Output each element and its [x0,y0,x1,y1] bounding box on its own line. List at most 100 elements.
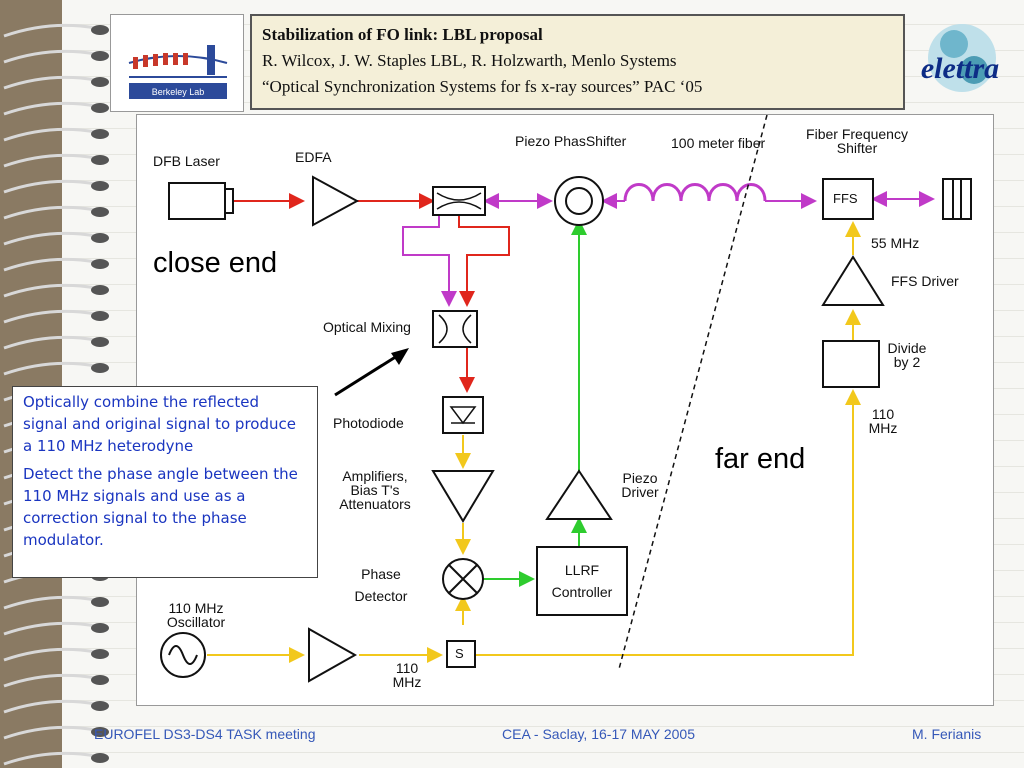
spiral-ring [3,75,97,90]
dfb-laser-lens [224,188,234,214]
spiral-ring [3,23,97,38]
berkeley-lab-logo: Berkeley Lab [110,14,244,112]
spiral-hole [91,181,109,191]
spiral-hole [91,51,109,61]
label-far-end: far end [715,443,806,475]
slide-citation: “Optical Synchronization Systems for fs … [262,77,703,96]
coupler-block [432,186,486,216]
edfa-amplifier [312,175,360,227]
label-55mhz: 55 MHz [871,235,920,251]
footer-author: M. Ferianis [912,726,982,742]
divide-by-2-block [822,340,880,388]
label-110mhz-bottom: 110 MHz [387,661,427,689]
label-fiber-freq-shifter-line2: Shifter [836,140,878,156]
spiral-ring [3,595,97,610]
spiral-hole [91,129,109,139]
label-oscillator-line1: 110 MHz [168,600,224,616]
footer-date: CEA - Saclay, 16-17 MAY 2005 [502,726,695,742]
label-photodiode: Photodiode [333,415,404,431]
note-paragraph-1: Optically combine the reflected signal a… [23,393,296,455]
spiral-ring [3,101,97,116]
label-piezo-driver: Piezo Driver [615,471,665,499]
spiral-hole [91,727,109,737]
label-phase-detector: Phase Detector [341,563,421,607]
spiral-hole [91,675,109,685]
rf-amplifier-triangle [308,627,358,683]
footer-meeting: EUROFEL DS3-DS4 TASK meeting [94,726,316,742]
label-optical-mixing: Optical Mixing [323,319,411,335]
splitter-block [446,640,476,668]
spiral-hole [91,207,109,217]
label-piezo-driver-line1: Piezo [622,470,658,486]
label-110mhz-bottom-line2: MHz [392,674,422,690]
ffs-block [822,178,874,220]
optical-mixing-pointer-arrow [334,349,406,397]
spiral-hole [91,233,109,243]
piezo-phase-shifter-inner [565,187,593,215]
spiral-ring [3,361,97,376]
spiral-ring [3,699,97,714]
spiral-ring [3,179,97,194]
label-110mhz-right: 110 MHz [863,407,903,435]
label-edfa: EDFA [295,149,332,165]
photodiode-block [442,396,484,434]
spiral-hole [91,597,109,607]
label-divide-by-2: Divide by 2 [877,341,937,369]
label-llrf-line1: LLRF [564,562,600,578]
piezo-driver-amplifier [545,469,613,520]
label-100m-fiber: 100 meter fiber [671,135,766,151]
spiral-hole [91,77,109,87]
spiral-ring [3,153,97,168]
label-llrf-controller: LLRF Controller [537,559,627,603]
reflected-path-magenta [402,183,935,307]
optical-path-red [233,193,510,393]
slide-title: Stabilization of FO link: LBL proposal [262,25,543,44]
spiral-hole [91,701,109,711]
label-splitter: S [455,646,464,661]
spiral-hole [91,311,109,321]
label-close-end: close end [153,247,278,279]
spiral-ring [3,647,97,662]
spiral-hole [91,363,109,373]
lbl-logo-text: Berkeley Lab [152,87,205,97]
spiral-ring [3,309,97,324]
label-oscillator: 110 MHz Oscillator [161,601,231,629]
paper-rule-line [62,726,1024,727]
elettra-logo-text: elettra [921,52,999,85]
spiral-hole [91,103,109,113]
rf-path-yellow [207,221,861,663]
spiral-hole [91,337,109,347]
label-amplifiers-line1: Amplifiers, [342,468,408,484]
spiral-ring [3,257,97,272]
label-fiber-freq-shifter: Fiber Frequency Shifter [795,127,919,155]
dfb-laser-block [168,182,226,220]
label-divide-line1: Divide [887,340,927,356]
label-ffs: FFS [833,191,858,206]
spiral-hole [91,25,109,35]
paper-rule-line [62,752,1024,753]
label-phase-detector-line2: Detector [354,588,408,604]
spiral-binding [3,23,109,766]
note-paragraph-2: Detect the phase angle between the 110 M… [23,465,298,549]
label-fiber-freq-shifter-line1: Fiber Frequency [806,126,908,142]
label-ffs-driver: FFS Driver [891,273,959,289]
amplifier-triangle [431,470,495,523]
spiral-hole [91,649,109,659]
slide-authors: R. Wilcox, J. W. Staples LBL, R. Holzwar… [262,51,677,70]
label-110mhz-right-line1: 110 [871,406,895,422]
spiral-ring [3,335,97,350]
label-piezo-phase-shifter: Piezo PhasShifter [515,133,627,149]
end-mirror-block [942,178,972,220]
label-amplifiers: Amplifiers, Bias T's Attenuators [333,469,417,511]
spiral-ring [3,751,97,766]
explanation-note: Optically combine the reflected signal a… [12,386,318,578]
spiral-ring [3,673,97,688]
label-divide-line2: by 2 [893,354,921,370]
spiral-ring [3,127,97,142]
spiral-ring [3,231,97,246]
label-110mhz-bottom-line1: 110 [395,660,419,676]
spiral-ring [3,283,97,298]
spiral-hole [91,285,109,295]
elettra-logo: elettra [910,14,1010,110]
llrf-controller-block [536,546,628,616]
